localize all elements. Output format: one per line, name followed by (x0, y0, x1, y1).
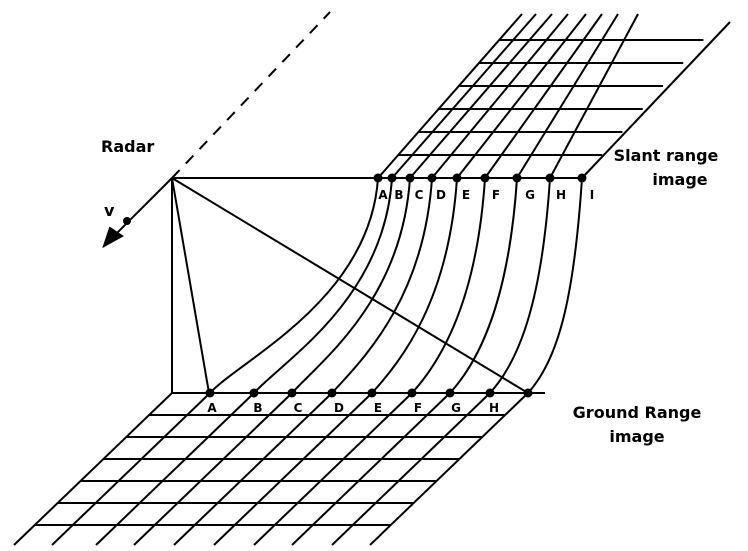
near-range-ray (171, 177, 210, 394)
projection-arc (209, 177, 379, 394)
slant-point-label: I (590, 188, 594, 202)
slant-point-label: E (462, 188, 470, 202)
ground-point-dot (367, 388, 377, 398)
slant-grid-line (581, 21, 731, 179)
ground-point-label: H (489, 401, 499, 415)
slant-point-dot (545, 173, 555, 183)
ground-range-points (205, 388, 533, 398)
slant-range-label-line2: image (652, 170, 707, 189)
ground-grid-line (51, 392, 211, 546)
slant-point-dot (405, 173, 415, 183)
slant-point-dot (373, 173, 383, 183)
ground-point-label: F (414, 401, 422, 415)
ground-point-label: E (374, 401, 382, 415)
ground-point-dot (327, 388, 337, 398)
slant-point-dot (577, 173, 587, 183)
radar-flight-path (171, 11, 331, 179)
slant-point-dot (512, 173, 522, 183)
projection-arc (449, 177, 518, 394)
ground-range-letters: A B C D E F G H (207, 401, 499, 415)
ground-point-label: G (451, 401, 461, 415)
slant-grid-line (377, 13, 523, 179)
slant-range-points (373, 173, 587, 183)
slant-range-label: Slant range (614, 146, 719, 165)
slant-grid-line (409, 13, 553, 179)
velocity-label: v (104, 201, 115, 220)
ground-grid-line (331, 392, 491, 546)
radar-label: Radar (101, 137, 154, 156)
slant-point-dot (427, 173, 437, 183)
slant-grid-line (431, 13, 569, 179)
slant-grid-line (516, 13, 619, 179)
projection-arc (331, 177, 433, 394)
ground-point-label: A (207, 401, 217, 415)
ground-grid-line (253, 392, 413, 546)
slant-point-label: A (378, 188, 388, 202)
ground-range-label-line2: image (609, 427, 664, 446)
ground-grid-line (133, 392, 293, 546)
slant-point-label: G (525, 188, 535, 202)
far-range-ray (171, 177, 529, 394)
projection-arc (371, 177, 458, 394)
slant-point-label: B (394, 188, 403, 202)
ground-point-label: C (294, 401, 303, 415)
radar-geometry (102, 11, 582, 394)
slant-point-dot (387, 173, 397, 183)
projection-arc (291, 177, 411, 394)
ground-point-dot (249, 388, 259, 398)
ground-range-label: Ground Range (573, 403, 702, 422)
ground-point-dot (205, 388, 215, 398)
projection-arc (253, 177, 393, 394)
ground-point-dot (445, 388, 455, 398)
velocity-arrow (111, 177, 173, 239)
slant-point-label: H (556, 188, 566, 202)
slant-range-letters: A B C D E F G H I (378, 188, 594, 202)
ground-point-dot (523, 388, 533, 398)
ground-range-grid (13, 392, 545, 546)
velocity-arrowhead (102, 226, 124, 249)
ground-point-dot (287, 388, 297, 398)
slant-grid-line (391, 13, 537, 179)
ground-point-dot (485, 388, 495, 398)
slant-range-grid (377, 13, 731, 179)
projection-arc (411, 177, 486, 394)
slant-point-dot (452, 173, 462, 183)
ground-point-label: B (253, 401, 262, 415)
projection-arc (489, 177, 551, 394)
slant-grid-line (456, 13, 587, 179)
projection-arc (527, 177, 583, 394)
ground-grid-line (13, 392, 173, 546)
ground-point-dot (407, 388, 417, 398)
ground-grid-line (173, 392, 333, 546)
ground-grid-line (95, 392, 255, 546)
slant-point-label: F (492, 188, 500, 202)
slant-grid-line (549, 13, 639, 179)
ground-grid-line (213, 392, 373, 546)
slant-point-label: C (415, 188, 424, 202)
ground-grid-line (291, 392, 451, 546)
slant-point-label: D (436, 188, 446, 202)
velocity-dot (123, 217, 131, 225)
slant-point-dot (480, 173, 490, 183)
ground-point-label: D (334, 401, 344, 415)
ground-grid-line (369, 392, 529, 546)
projection-arcs (209, 177, 583, 394)
slant-grid-line (484, 13, 603, 179)
